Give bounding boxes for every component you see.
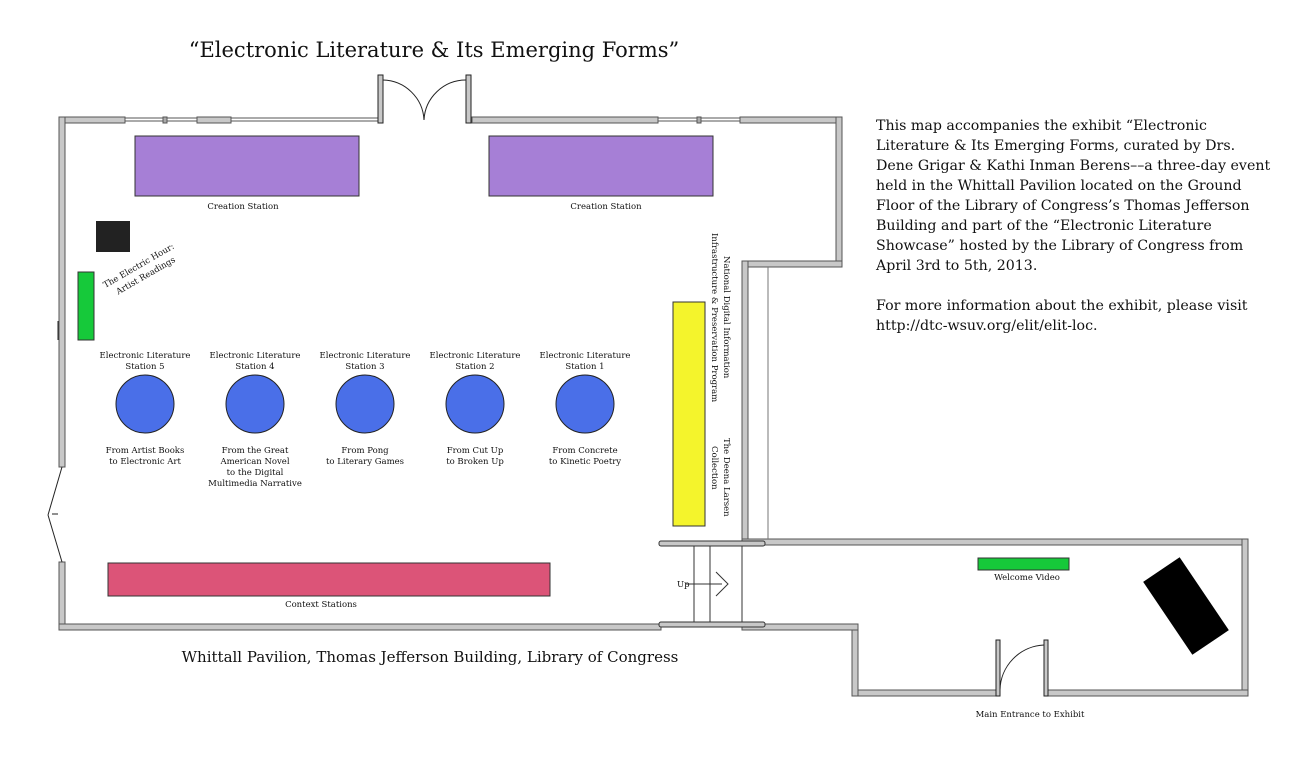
station-1-desc-2: to Kinetic Poetry xyxy=(549,457,621,467)
station-2-table xyxy=(445,374,505,434)
larsen-label-2: Collection xyxy=(709,446,719,490)
entrance-door xyxy=(995,639,1049,697)
station-2-name: Electronic Literature xyxy=(430,351,521,361)
lounge-table xyxy=(1143,557,1229,655)
creation-station-right-label: Creation Station xyxy=(570,202,642,212)
context-stations-label: Context Stations xyxy=(285,600,357,610)
double-door xyxy=(377,74,472,124)
station-2: Electronic Literature Station 2 From Cut… xyxy=(430,351,521,467)
station-4-desc-1: From the Great xyxy=(222,446,289,456)
side-door xyxy=(47,321,63,563)
station-4-desc-3: to the Digital xyxy=(227,468,284,478)
welcome-video-label: Welcome Video xyxy=(994,573,1060,583)
context-stations xyxy=(107,562,551,597)
ndiipp-label-1: National Digital Information xyxy=(721,256,731,379)
map-subtitle: Whittall Pavilion, Thomas Jefferson Buil… xyxy=(181,648,679,666)
reading-podium xyxy=(96,221,130,252)
station-5-desc-1: From Artist Books xyxy=(106,446,185,456)
station-1-table xyxy=(555,374,615,434)
station-5-desc-2: to Electronic Art xyxy=(109,457,181,467)
ndiipp-station xyxy=(672,301,706,527)
description-paragraph-2: For more information about the exhibit, … xyxy=(876,298,1248,334)
station-3-name: Electronic Literature xyxy=(320,351,411,361)
station-4-desc-4: Multimedia Narrative xyxy=(208,479,302,489)
welcome-video-screen xyxy=(977,557,1070,571)
station-3-desc-1: From Pong xyxy=(341,446,389,456)
station-4-desc-2: American Novel xyxy=(219,457,289,467)
station-3: Electronic Literature Station 3 From Pon… xyxy=(320,351,411,467)
station-4-table xyxy=(225,374,285,434)
station-4: Electronic Literature Station 4 From the… xyxy=(208,351,302,489)
station-5: Electronic Literature Station 5 From Art… xyxy=(100,351,191,467)
reading-bench xyxy=(77,271,95,341)
larsen-label-1: The Deena Larsen xyxy=(721,438,731,517)
station-2-desc-1: From Cut Up xyxy=(447,446,504,456)
station-5-table xyxy=(115,374,175,434)
stairs-up-label: Up xyxy=(677,580,690,590)
station-1: Electronic Literature Station 1 From Con… xyxy=(540,351,631,467)
stairs xyxy=(658,540,766,628)
station-2-desc-2: to Broken Up xyxy=(446,457,504,467)
windows xyxy=(124,116,741,124)
station-3-desc-2: to Literary Games xyxy=(326,457,404,467)
station-3-table xyxy=(335,374,395,434)
creation-station-left-label: Creation Station xyxy=(207,202,279,212)
creation-station-right xyxy=(488,135,714,197)
station-1-desc-1: From Concrete xyxy=(552,446,617,456)
creation-station-left xyxy=(134,135,360,197)
station-5-number: Station 5 xyxy=(125,362,164,372)
description-paragraph-1: This map accompanies the exhibit “Electr… xyxy=(876,118,1271,274)
exhibit-description: This map accompanies the exhibit “Electr… xyxy=(876,116,1276,356)
walls xyxy=(58,116,1249,697)
main-entrance-label: Main Entrance to Exhibit xyxy=(976,710,1085,720)
ndiipp-label-2: Infrastructure & Preservation Program xyxy=(709,233,719,402)
station-4-number: Station 4 xyxy=(235,362,274,372)
map-title: “Electronic Literature & Its Emerging Fo… xyxy=(188,38,680,62)
station-5-name: Electronic Literature xyxy=(100,351,191,361)
station-4-name: Electronic Literature xyxy=(210,351,301,361)
station-1-number: Station 1 xyxy=(565,362,604,372)
station-1-name: Electronic Literature xyxy=(540,351,631,361)
station-3-number: Station 3 xyxy=(345,362,384,372)
station-2-number: Station 2 xyxy=(455,362,494,372)
